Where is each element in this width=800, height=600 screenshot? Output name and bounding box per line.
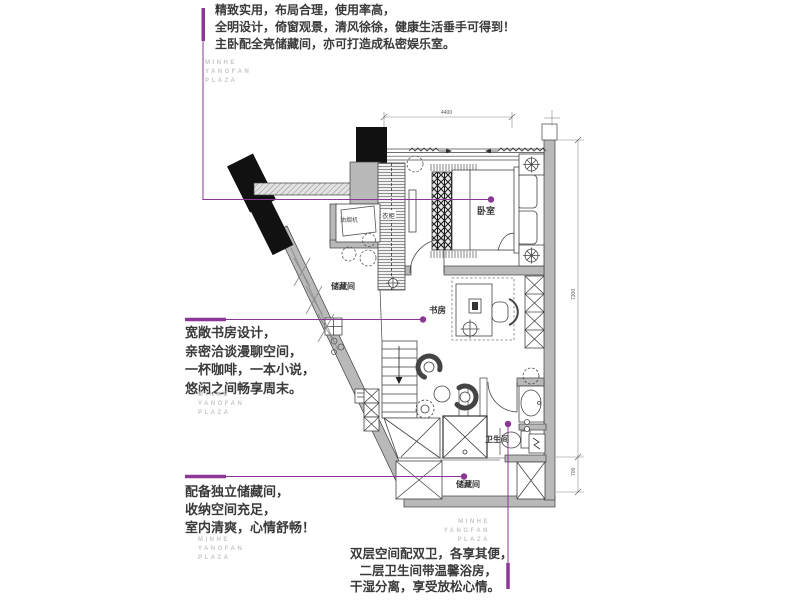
wardrobe	[377, 162, 406, 291]
room-label-bathroom: 卫生间	[485, 435, 509, 444]
stairs	[381, 340, 441, 459]
console-mirror	[408, 189, 417, 233]
flue-block	[356, 127, 387, 163]
bedroom-rug	[430, 164, 477, 258]
note-line: 配备独立储藏间，	[185, 484, 290, 499]
watermark-line: PLAZA	[205, 78, 238, 84]
bookshelf	[524, 275, 545, 349]
bedroom-door	[409, 238, 445, 274]
dim-top-label: 4400	[441, 110, 452, 116]
dimensions-layer: 4400 7300 700	[380, 110, 584, 496]
callout-connectors	[185, 8, 512, 589]
fan-symbol	[518, 153, 545, 176]
light-symbol	[386, 276, 400, 290]
pillow	[516, 174, 538, 209]
stair-cabinets	[354, 388, 380, 432]
note-line: 一杯咖啡，一本小说，	[185, 362, 316, 377]
furniture-layer	[290, 147, 547, 500]
callout-dot-storage	[460, 473, 468, 480]
watermark-line: YANGFAN	[198, 401, 245, 407]
note-line: 精致实用，布局合理，使用率高，	[215, 3, 396, 17]
bottom-wall	[403, 495, 556, 508]
bathroom-top-wall	[516, 377, 545, 387]
note-line: 二层卫生间带温馨浴房，	[359, 563, 497, 578]
note-line: 收纳空间充足，	[185, 502, 277, 517]
bedroom-bottom-wall	[443, 265, 545, 276]
watermark: MINHE YANGFAN PLAZA	[198, 391, 244, 418]
callout-dot-bath	[504, 420, 512, 428]
walls-layer	[227, 123, 558, 508]
dim-right-main-label: 7300	[571, 289, 577, 300]
study-desk	[451, 277, 519, 341]
note-line: 亲密洽谈漫聊空间，	[185, 343, 303, 359]
plant-icon	[406, 155, 424, 173]
watermark-line: PLAZA	[198, 410, 231, 416]
note-line: 主卧配全亮储藏间，亦可打造成私密娱乐室。	[215, 37, 456, 51]
storage-note: 配备独立储藏间， 收纳空间充足， 室内清爽，心情舒畅！	[185, 483, 315, 537]
bathroom-divider	[518, 423, 547, 431]
black-diagonal-bars	[227, 153, 294, 256]
accent-bar	[201, 8, 205, 41]
storage-upper-items	[290, 233, 377, 355]
right-wall-cap	[541, 123, 558, 141]
room-label-study: 书房	[429, 305, 447, 315]
storage-lower-cabinets	[395, 457, 546, 500]
watermark: MINHE YANGFAN PLAZA	[198, 536, 244, 563]
bed	[451, 166, 538, 254]
note-line: 全明设计，倚窗观景，清风徐徐，健康生活垂手可得到！	[215, 20, 516, 34]
range-hood-box	[335, 203, 381, 243]
watermark-line: PLAZA	[457, 537, 490, 543]
watermark-line: MINHE	[205, 60, 237, 66]
watermark: MINHE YANGFAN PLAZA	[390, 518, 490, 545]
top-note: 精致实用，布局合理，使用率高， 全明设计，倚窗观景，清风徐徐，健康生活垂手可得到…	[215, 2, 515, 53]
right-wall	[543, 137, 556, 501]
toilet-bowl	[501, 431, 521, 449]
hood-wall-top	[349, 161, 381, 205]
bathroom-left-wall	[479, 377, 488, 419]
note-line: 干湿分离，享受放松心情。	[350, 580, 501, 594]
watermark-line: MINHE	[198, 392, 230, 398]
watermark-line: YANGFAN	[205, 69, 252, 75]
note-line: 悠闲之间畅享周末。	[185, 380, 303, 396]
fixture-label-range-hood: 油烟机	[340, 218, 359, 224]
bathroom-bottom-wall	[504, 454, 547, 463]
sink-basin	[520, 389, 542, 417]
watermark: MINHE YANGFAN PLAZA	[205, 59, 251, 86]
bath-note: 双层空间配双卫，各享其便， 二层卫生间带温馨浴房， 干湿分离，享受放松心情。	[350, 546, 513, 596]
bathroom-fixtures	[487, 367, 546, 454]
room-label-bedroom: 卧室	[477, 206, 496, 216]
fan-symbol	[518, 244, 545, 267]
upper-left-window-band	[253, 182, 354, 196]
study-note: 宽敞书房设计， 亲密洽谈漫聊空间， 一杯咖啡，一本小说， 悠闲之间畅享周末。	[185, 324, 315, 398]
watermark-line: PLAZA	[198, 555, 231, 561]
watermark-line: MINHE	[198, 537, 230, 543]
note-line: 宽敞书房设计，	[185, 325, 277, 340]
curtain-symbols	[408, 147, 547, 154]
corridor-edge-line	[379, 289, 383, 342]
bathroom-door-arc	[487, 381, 518, 413]
watermark-line: MINHE	[458, 519, 490, 525]
room-label-storage-upper: 储藏间	[331, 282, 355, 291]
room-label-storage-lower: 储藏间	[456, 480, 480, 489]
watermark-line: YANGFAN	[443, 528, 490, 534]
headboard	[513, 166, 520, 254]
callout-dot-bedroom	[487, 196, 495, 203]
watermark-line: YANGFAN	[198, 546, 245, 552]
dim-right-lower-label: 700	[571, 467, 577, 476]
plant-icon	[522, 367, 540, 385]
note-line: 双层空间配双卫，各享其便，	[350, 547, 513, 561]
pillow	[516, 210, 538, 245]
callout-dot-study	[419, 316, 427, 323]
fixture-label-wardrobe: 衣柜	[381, 210, 396, 220]
note-line: 室内清爽，心情舒畅！	[185, 520, 316, 535]
seating-area	[415, 353, 479, 419]
